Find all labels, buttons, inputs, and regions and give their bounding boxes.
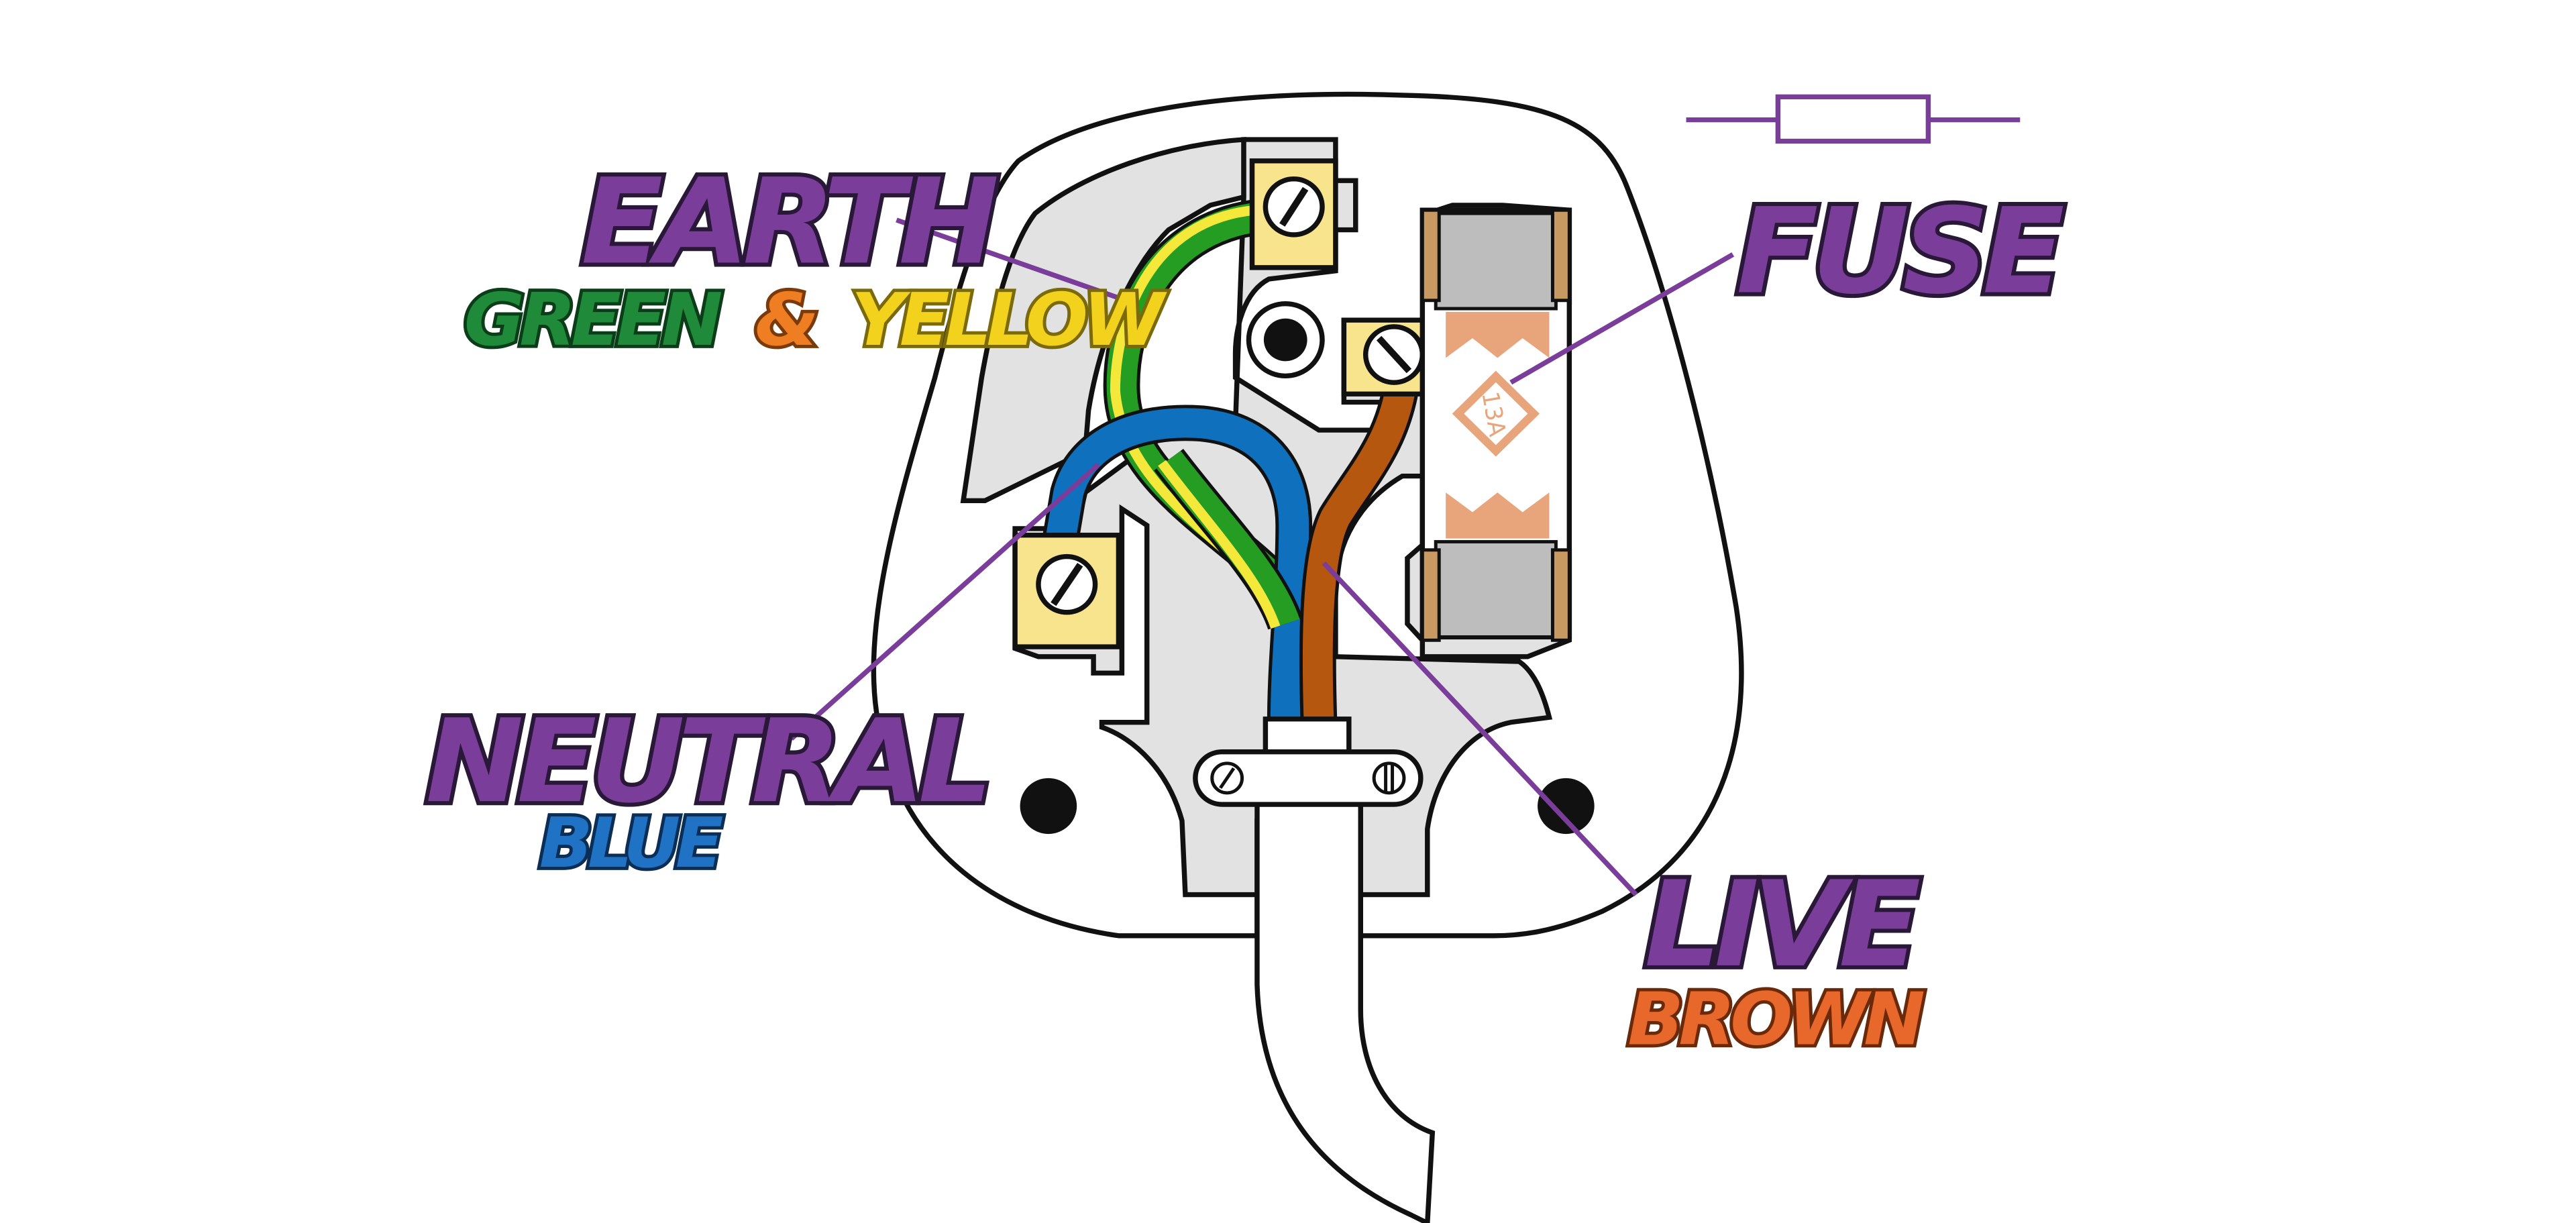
neutral-label: NEUTRAL <box>426 694 986 828</box>
neutral-terminal <box>1012 533 1122 649</box>
neutral-color-label: BLUE <box>539 804 723 884</box>
screw-icon <box>1263 176 1325 237</box>
fuse-pointer <box>1509 252 1735 385</box>
screw-icon <box>1372 761 1406 795</box>
earth-terminal <box>1249 158 1338 270</box>
earth-pointer <box>896 217 1136 307</box>
earth-amp-text: & <box>755 278 815 362</box>
fuse: 13A <box>1419 207 1572 642</box>
earth-green-text: GREEN <box>464 278 722 362</box>
screw-icon <box>1362 324 1426 385</box>
screw-icon <box>1036 553 1098 615</box>
fuse-symbol-icon <box>1686 94 2021 144</box>
mount-hole-right <box>1538 778 1595 835</box>
earth-label: EARTH <box>581 153 997 290</box>
cable-clamp <box>1193 716 1424 807</box>
live-color-label: BROWN <box>1627 977 1923 1061</box>
live-label: LIVE <box>1644 855 1920 993</box>
mount-hole-left <box>1020 778 1077 835</box>
screw-icon <box>1210 761 1244 795</box>
earth-yellow-text: YELLOW <box>851 278 1168 362</box>
neutral-pointer <box>790 462 1101 741</box>
fuse-label: FUSE <box>1736 182 2063 320</box>
cable <box>1254 785 1436 1223</box>
earth-color-label: GREEN & YELLOW <box>464 278 1168 362</box>
live-pointer <box>1322 561 1638 897</box>
